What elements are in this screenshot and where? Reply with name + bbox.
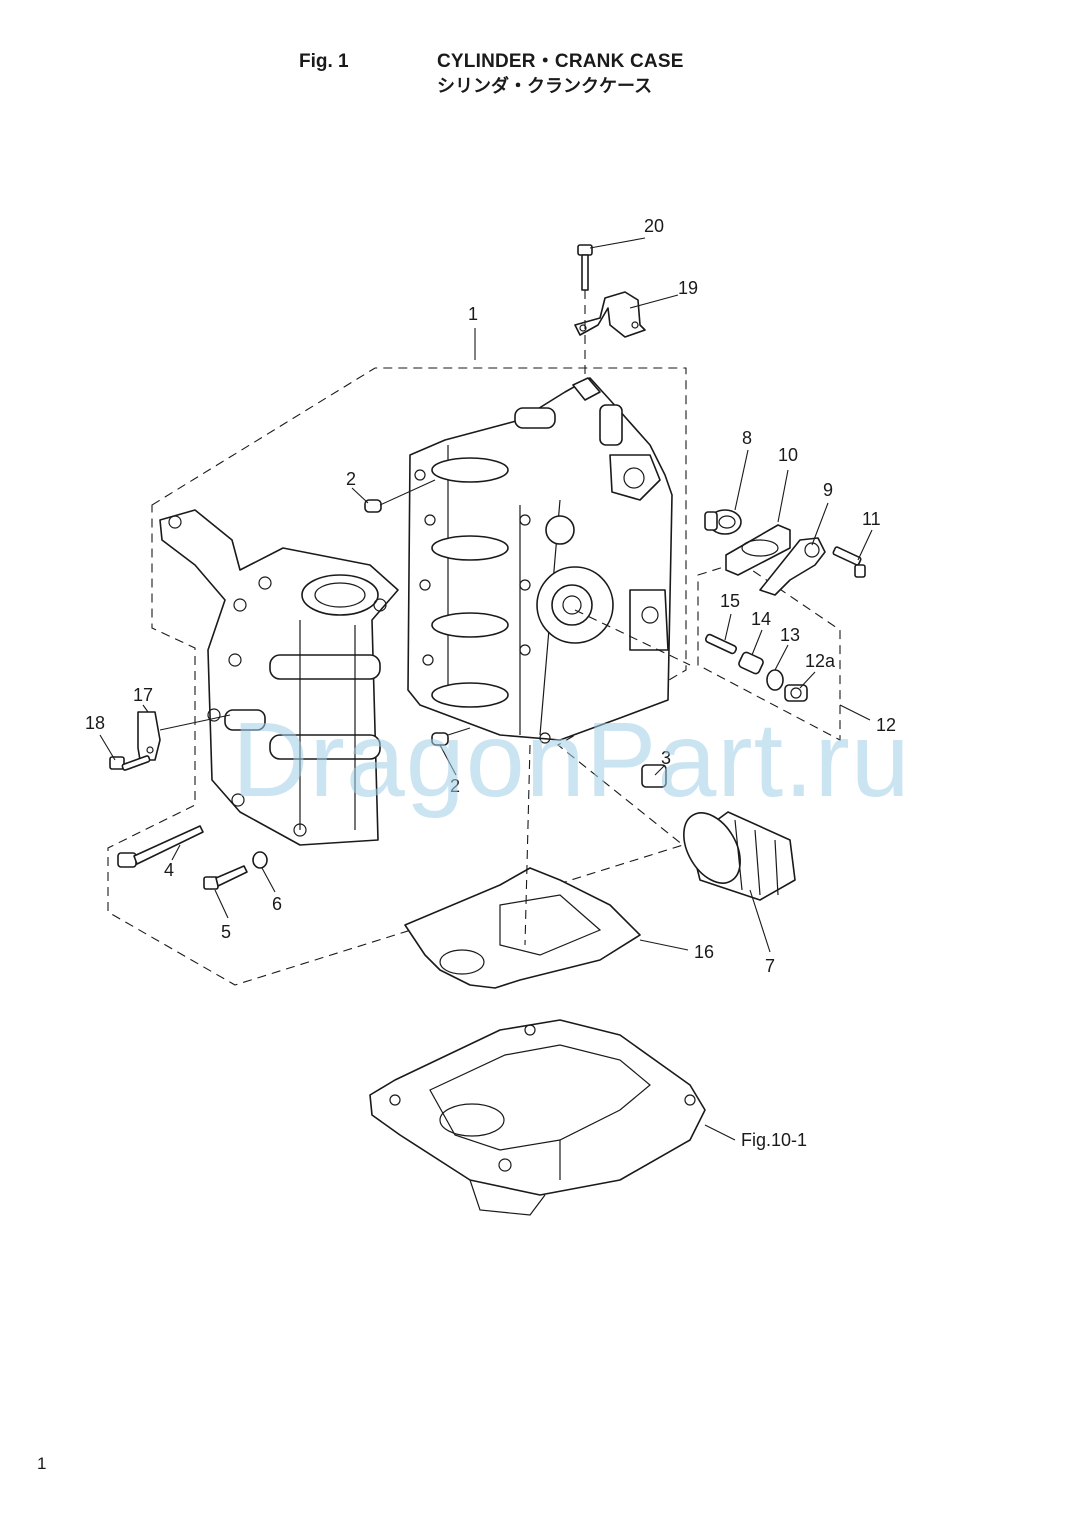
thermostat-cover-9: [759, 537, 826, 596]
callout-13: 13: [780, 625, 800, 645]
callout-20: 20: [644, 216, 664, 236]
crank-case: [407, 377, 673, 744]
bolt-4: [117, 825, 204, 868]
callout-18: 18: [85, 713, 105, 733]
callout-4: 4: [164, 860, 174, 880]
figure-label: Fig. 1: [299, 51, 349, 72]
callout-19: 19: [678, 278, 698, 298]
bracket-17: [137, 711, 161, 761]
bolt-18: [109, 755, 151, 771]
cylinder-block: [159, 509, 399, 846]
bolt-11: [832, 546, 866, 578]
bolt-20: [577, 244, 593, 291]
dowel-pin-upper: [364, 499, 382, 513]
washer-6: [252, 851, 268, 869]
lower-casing-fig10: [369, 1019, 706, 1216]
callout-16: 16: [694, 942, 714, 962]
callout-3: 3: [661, 748, 671, 768]
page-number: 1: [37, 1454, 47, 1473]
gasket-16: [404, 867, 641, 989]
callout-10: 10: [778, 445, 798, 465]
page-title: CYLINDER・CRANK CASE: [437, 51, 684, 72]
callout-12: 12: [876, 715, 896, 735]
callout-1: 1: [468, 304, 478, 324]
oil-filter-7: [683, 811, 796, 901]
plug-12a: [784, 684, 808, 702]
collar-14: [738, 651, 764, 675]
o-ring-13: [766, 669, 784, 691]
callout-6: 6: [272, 894, 282, 914]
gasket-10: [725, 524, 791, 576]
callout-17: 17: [133, 685, 153, 705]
callout-15: 15: [720, 591, 740, 611]
watermark: DragonPart.ru: [232, 701, 911, 819]
thermostat-8: [704, 509, 742, 535]
callout-5: 5: [221, 922, 231, 942]
callout-9: 9: [823, 480, 833, 500]
page-title-japanese: シリンダ・クランクケース: [437, 76, 653, 97]
callout-2-lower: 2: [450, 776, 460, 796]
callout-2-upper: 2: [346, 469, 356, 489]
callout-fig-ref: Fig.10-1: [741, 1130, 807, 1150]
callout-11: 11: [862, 509, 881, 529]
leader-lines: [99, 237, 873, 1141]
group-outline-1: [107, 367, 687, 986]
callout-14: 14: [751, 609, 771, 629]
pin-15: [704, 633, 738, 655]
callout-8: 8: [742, 428, 752, 448]
bolt-5: [203, 865, 248, 890]
callout-12a: 12a: [805, 651, 836, 671]
clamp-19: [574, 291, 646, 338]
callout-7: 7: [765, 956, 775, 976]
